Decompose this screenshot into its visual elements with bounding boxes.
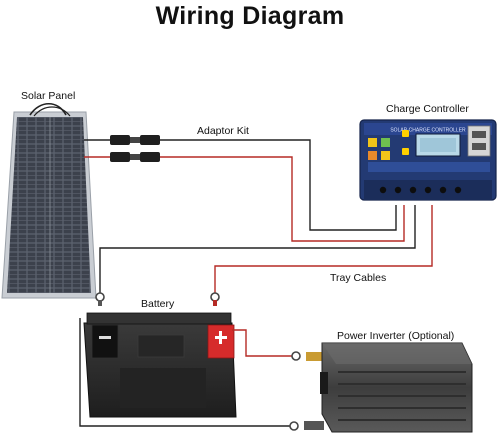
diagram-title: Wiring Diagram [155,2,345,30]
label-solar-panel: Solar Panel [21,90,76,102]
label-battery: Battery [141,298,175,310]
label-power-inverter: Power Inverter (Optional) [337,330,455,342]
controller-panel-text: SOLAR CHARGE CONTROLLER [390,128,466,134]
solar-panel [1,102,97,299]
battery [83,312,237,418]
adaptor-kit-cables [84,135,160,162]
charge-controller: SOLAR CHARGE CONTROLLER [359,119,497,201]
power-inverter [320,342,473,433]
panel-to-controller-wires [160,139,405,242]
battery-to-inverter-wires [79,318,326,431]
tray-cables [95,205,433,306]
label-charge-controller: Charge Controller [386,103,469,115]
label-tray-cables: Tray Cables [330,272,387,284]
label-adaptor-kit: Adaptor Kit [197,125,249,137]
